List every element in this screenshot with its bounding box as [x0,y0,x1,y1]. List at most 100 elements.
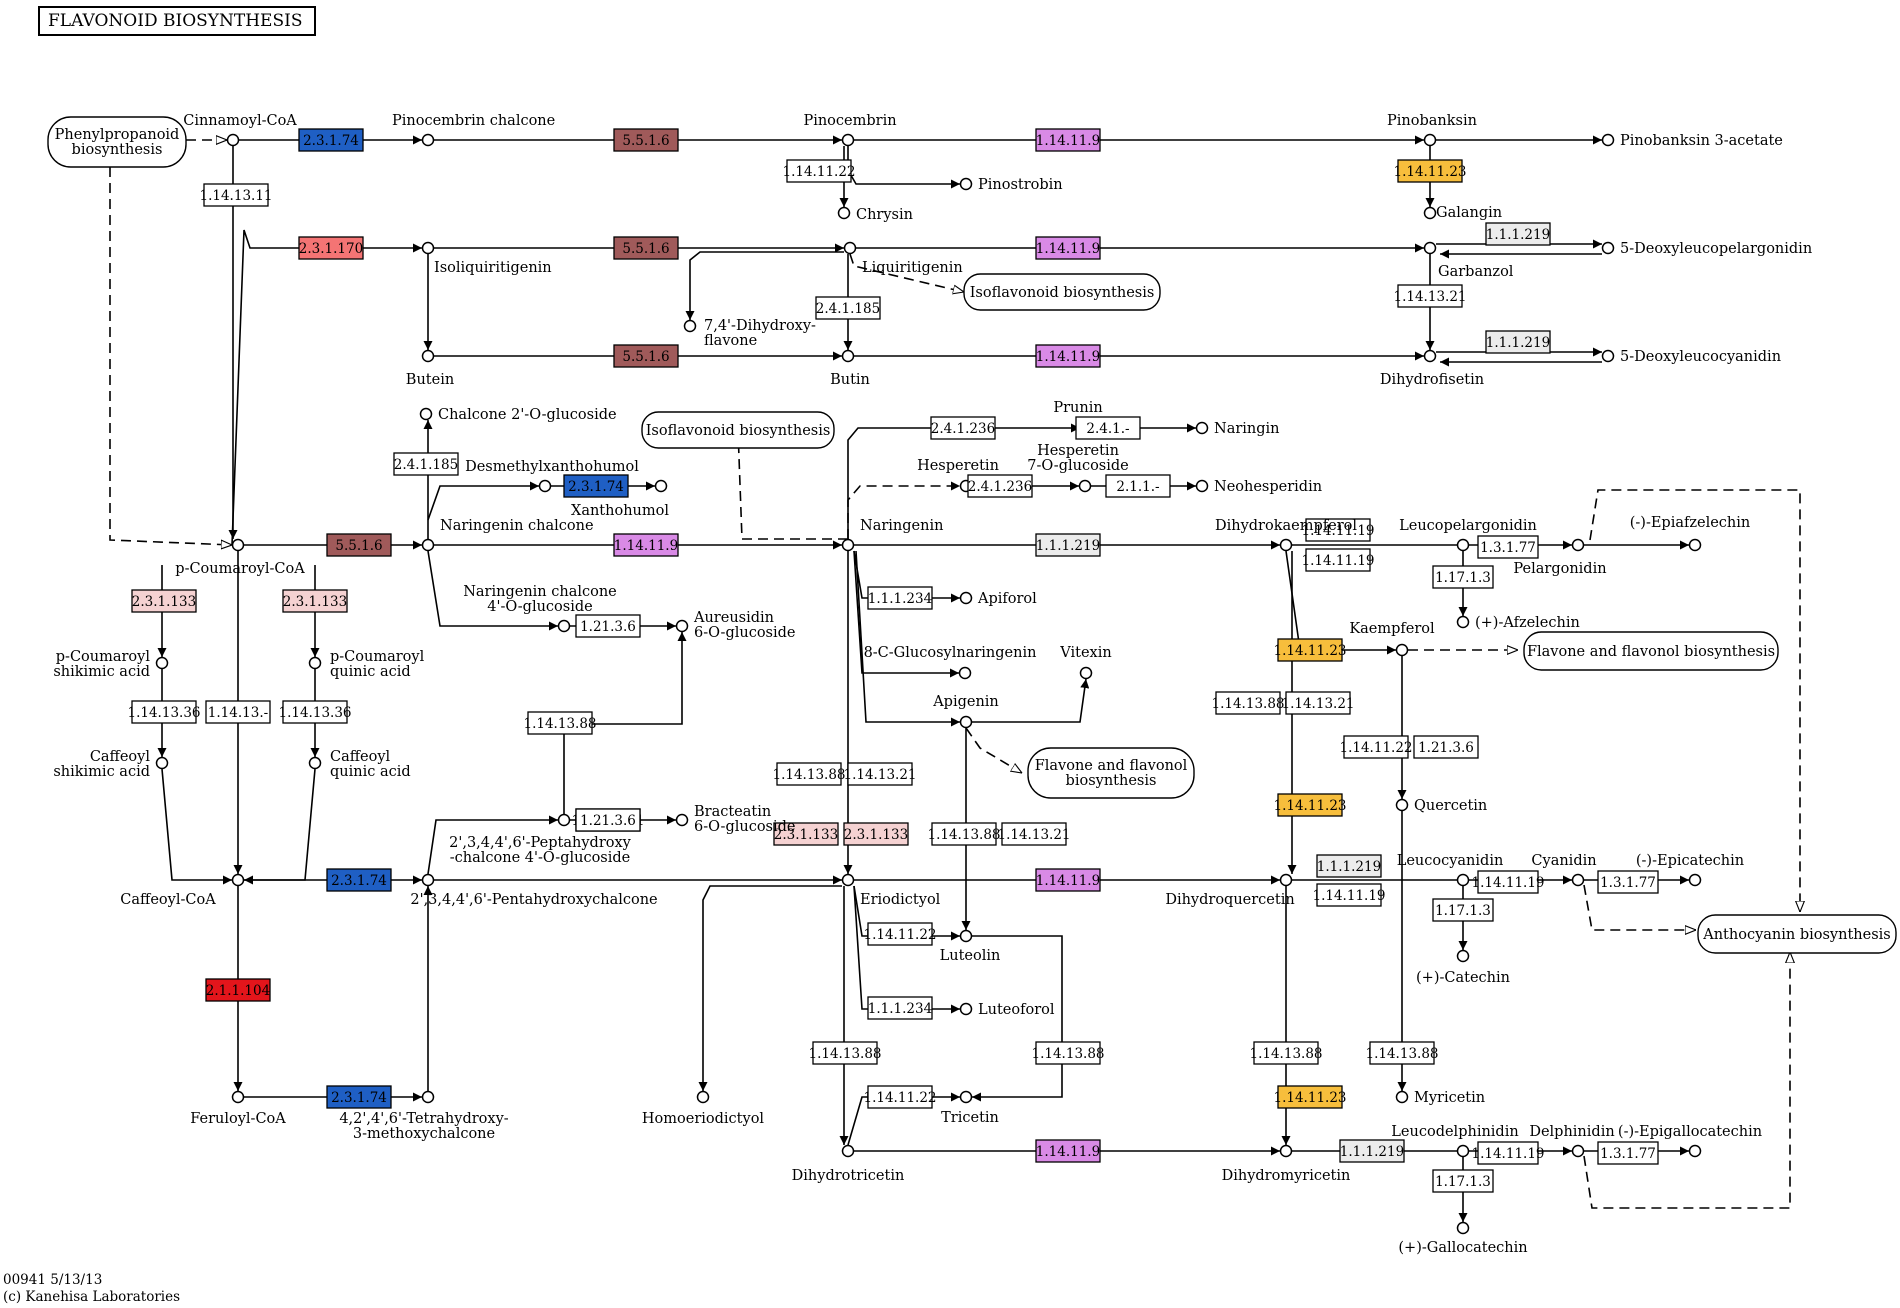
compound-label[interactable]: Garbanzol [1438,264,1514,280]
compound-label[interactable]: Desmethylxanthohumol [465,459,639,475]
enzyme-box[interactable]: 1.14.13.88 [1032,1041,1105,1065]
compound-label[interactable]: Leucodelphinidin [1391,1124,1518,1140]
enzyme-box[interactable]: 2.3.1.133 [773,822,839,846]
enzyme-box[interactable]: 1.1.1.219 [1035,533,1101,557]
enzyme-box[interactable]: 1.14.13.36 [279,700,352,724]
compound-node[interactable] [1601,133,1615,147]
compound-node[interactable] [675,813,689,827]
enzyme-box[interactable]: 1.14.11.22 [783,159,856,183]
enzyme-box[interactable]: 2.4.1.236 [967,474,1033,498]
pathway-link[interactable]: Isoflavonoid biosynthesis [641,411,835,449]
enzyme-box[interactable]: 2.1.1.- [1105,474,1171,498]
compound-node[interactable] [231,1090,245,1104]
compound-label[interactable]: 4,2',4',6'-Tetrahydroxy-3-methoxychalcon… [339,1111,508,1142]
enzyme-box[interactable]: 1.14.11.23 [1274,793,1347,817]
compound-label[interactable]: Chalcone 2'-O-glucoside [438,407,617,423]
compound-node[interactable] [538,479,552,493]
compound-label[interactable]: 8-C-Glucosylnaringenin [864,645,1037,661]
compound-node[interactable] [419,407,433,421]
compound-node[interactable] [155,756,169,770]
compound-label[interactable]: Prunin [1053,400,1102,416]
compound-label[interactable]: Pinobanksin 3-acetate [1620,133,1783,149]
compound-node[interactable] [1571,1144,1585,1158]
pathway-link[interactable]: Anthocyanin biosynthesis [1697,914,1897,954]
enzyme-box[interactable]: 1.14.13.88 [1250,1041,1323,1065]
compound-node[interactable] [959,591,973,605]
compound-label[interactable]: Luteoforol [978,1002,1055,1018]
compound-node[interactable] [1195,479,1209,493]
compound-node[interactable] [1601,349,1615,363]
compound-node[interactable] [421,873,435,887]
enzyme-box[interactable]: 1.17.1.3 [1432,1169,1494,1193]
compound-label[interactable]: Leucocyanidin [1397,853,1504,869]
compound-label[interactable]: (+)-Catechin [1416,970,1510,986]
compound-node[interactable] [1456,1221,1470,1235]
enzyme-box[interactable]: 1.17.1.3 [1432,898,1494,922]
compound-label[interactable]: Leucopelargonidin [1399,518,1537,534]
enzyme-box[interactable]: 2.4.1.185 [393,452,459,476]
compound-node[interactable] [226,133,240,147]
compound-node[interactable] [308,756,322,770]
compound-node[interactable] [841,538,855,552]
compound-node[interactable] [959,715,973,729]
compound-label[interactable]: Liquiritigenin [862,260,963,276]
compound-label[interactable]: 5-Deoxyleucocyanidin [1620,349,1781,365]
enzyme-box[interactable]: 1.1.1.234 [867,996,933,1020]
compound-node[interactable] [841,133,855,147]
enzyme-box[interactable]: 1.14.13.88 [928,822,1001,846]
compound-node[interactable] [1423,349,1437,363]
enzyme-box[interactable]: 2.3.1.74 [298,128,364,152]
compound-label[interactable]: Feruloyl-CoA [190,1111,286,1127]
compound-node[interactable] [1456,1144,1470,1158]
enzyme-box[interactable]: 1.14.11.9 [1035,128,1101,152]
enzyme-box[interactable]: 1.21.3.6 [1413,735,1479,759]
enzyme-box[interactable]: 1.14.13.21 [844,762,917,786]
enzyme-box[interactable]: 2.3.1.170 [298,236,364,260]
compound-label[interactable]: Apiforol [977,591,1037,607]
pathway-link[interactable]: Flavone and flavonol biosynthesis [1523,631,1779,671]
compound-node[interactable] [1571,873,1585,887]
compound-label[interactable]: Xanthohumol [571,503,669,519]
enzyme-box[interactable]: 2.4.1.185 [815,296,881,320]
compound-node[interactable] [1688,873,1702,887]
enzyme-box[interactable]: 1.14.13.21 [1282,691,1355,715]
compound-label[interactable]: Naringin [1214,421,1280,437]
enzyme-box[interactable]: 1.14.11.23 [1394,159,1467,183]
compound-node[interactable] [696,1090,710,1104]
compound-label[interactable]: Pinocembrin chalcone [392,113,555,129]
enzyme-box[interactable]: 1.14.13.88 [524,711,597,735]
enzyme-box[interactable]: 1.14.11.19 [1302,548,1375,572]
enzyme-box[interactable]: 1.17.1.3 [1432,565,1494,589]
compound-label[interactable]: 2',3,4,4',6'-Peptahydroxy-chalcone 4'-O-… [449,835,632,866]
compound-label[interactable]: Quercetin [1414,798,1487,814]
enzyme-box[interactable]: 1.1.1.219 [1485,330,1551,354]
enzyme-box[interactable]: 1.14.13.36 [128,700,201,724]
compound-node[interactable] [1688,538,1702,552]
compound-node[interactable] [421,1090,435,1104]
compound-node[interactable] [1279,873,1293,887]
enzyme-box[interactable]: 1.14.11.22 [1340,735,1413,759]
compound-node[interactable] [1456,873,1470,887]
enzyme-box[interactable]: 2.3.1.133 [131,589,197,613]
compound-label[interactable]: Hesperetin [917,458,999,474]
compound-node[interactable] [557,813,571,827]
compound-node[interactable] [1571,538,1585,552]
compound-label[interactable]: Myricetin [1414,1090,1485,1106]
enzyme-box[interactable]: 1.14.13.21 [1394,284,1467,308]
compound-node[interactable] [841,349,855,363]
compound-label[interactable]: Galangin [1436,205,1502,221]
compound-label[interactable]: 2',3,4,4',6'-Pentahydroxychalcone [410,892,657,908]
compound-node[interactable] [675,619,689,633]
compound-node[interactable] [1456,538,1470,552]
compound-label[interactable]: Cinnamoyl-CoA [183,113,297,129]
enzyme-box[interactable]: 2.4.1.- [1075,416,1141,440]
enzyme-box[interactable]: 2.3.1.133 [843,822,909,846]
enzyme-box[interactable]: 1.21.3.6 [575,808,641,832]
compound-label[interactable]: Apigenin [932,694,999,710]
compound-node[interactable] [841,1144,855,1158]
enzyme-box[interactable]: 1.14.11.9 [1035,236,1101,260]
compound-label[interactable]: Cyanidin [1531,853,1596,869]
